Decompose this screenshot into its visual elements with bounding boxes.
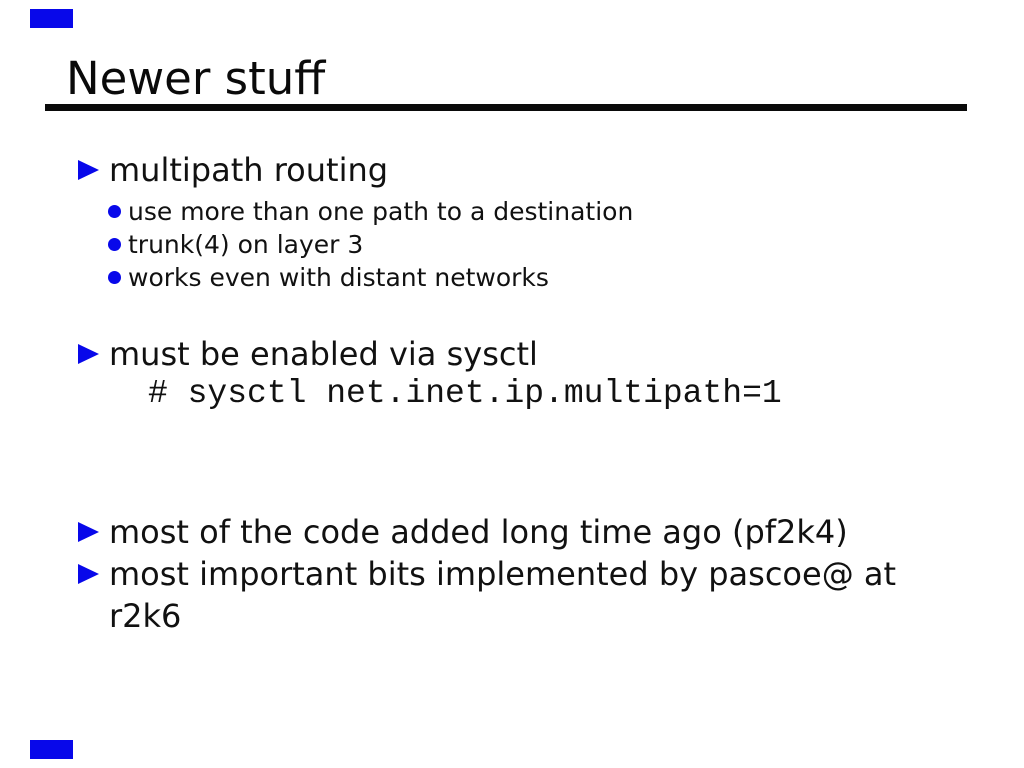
bullet-dot-icon: [108, 205, 121, 218]
bullet-dot-icon: [108, 238, 121, 251]
subbullet-text: works even with distant networks: [128, 263, 549, 292]
bullet-text: multipath routing: [109, 151, 389, 189]
page-title: Newer stuff: [66, 52, 326, 105]
bullet-triangle-icon: [78, 564, 99, 584]
subbullet-item-use-more-paths: use more than one path to a destination: [108, 196, 633, 229]
bullet-text: must be enabled via sysctl: [109, 335, 538, 373]
sysctl-command-code: # sysctl net.inet.ip.multipath=1: [148, 375, 782, 412]
subbullet-item-distant-networks: works even with distant networks: [108, 262, 549, 295]
bullet-triangle-icon: [78, 344, 99, 364]
bullet-triangle-icon: [78, 160, 99, 180]
bullet-dot-icon: [108, 271, 121, 284]
subbullet-text: use more than one path to a destination: [128, 197, 634, 226]
page-marker-bottom: [30, 740, 73, 759]
page-marker-top: [30, 9, 73, 28]
bullet-item-enabled-via-sysctl: must be enabled via sysctl: [78, 334, 538, 376]
bullet-text: most important bits implemented by pasco…: [109, 555, 897, 635]
title-underline: [45, 104, 967, 111]
bullet-triangle-icon: [78, 522, 99, 542]
bullet-item-multipath-routing: multipath routing: [78, 150, 388, 192]
bullet-item-code-added-pf2k4: most of the code added long time ago (pf…: [78, 512, 848, 554]
subbullet-text: trunk(4) on layer 3: [128, 230, 364, 259]
bullet-text: most of the code added long time ago (pf…: [109, 513, 848, 551]
subbullet-item-trunk-layer3: trunk(4) on layer 3: [108, 229, 363, 262]
bullet-item-pascoe-r2k6: most important bits implemented by pasco…: [78, 554, 918, 637]
